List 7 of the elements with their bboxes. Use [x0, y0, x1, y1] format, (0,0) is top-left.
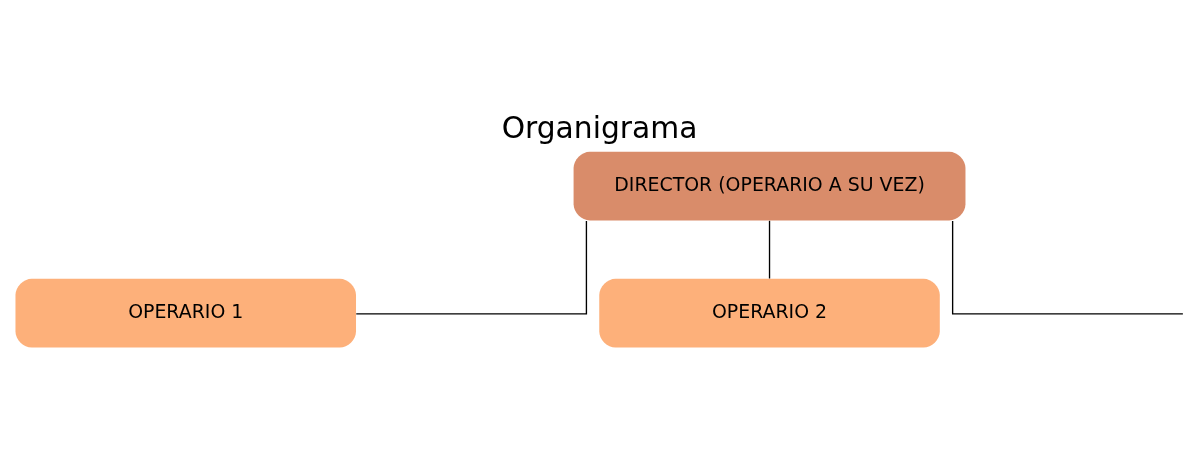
connector: [768, 219, 771, 279]
diagram-title: Organigrama: [501, 109, 698, 145]
connector: [951, 219, 1184, 314]
connector: [355, 219, 588, 314]
node-box: OPERARIO 1: [15, 278, 356, 348]
node-box: OPERARIO 2: [599, 278, 940, 348]
node-box: DIRECTOR (OPERARIO A SU VEZ): [573, 151, 966, 221]
